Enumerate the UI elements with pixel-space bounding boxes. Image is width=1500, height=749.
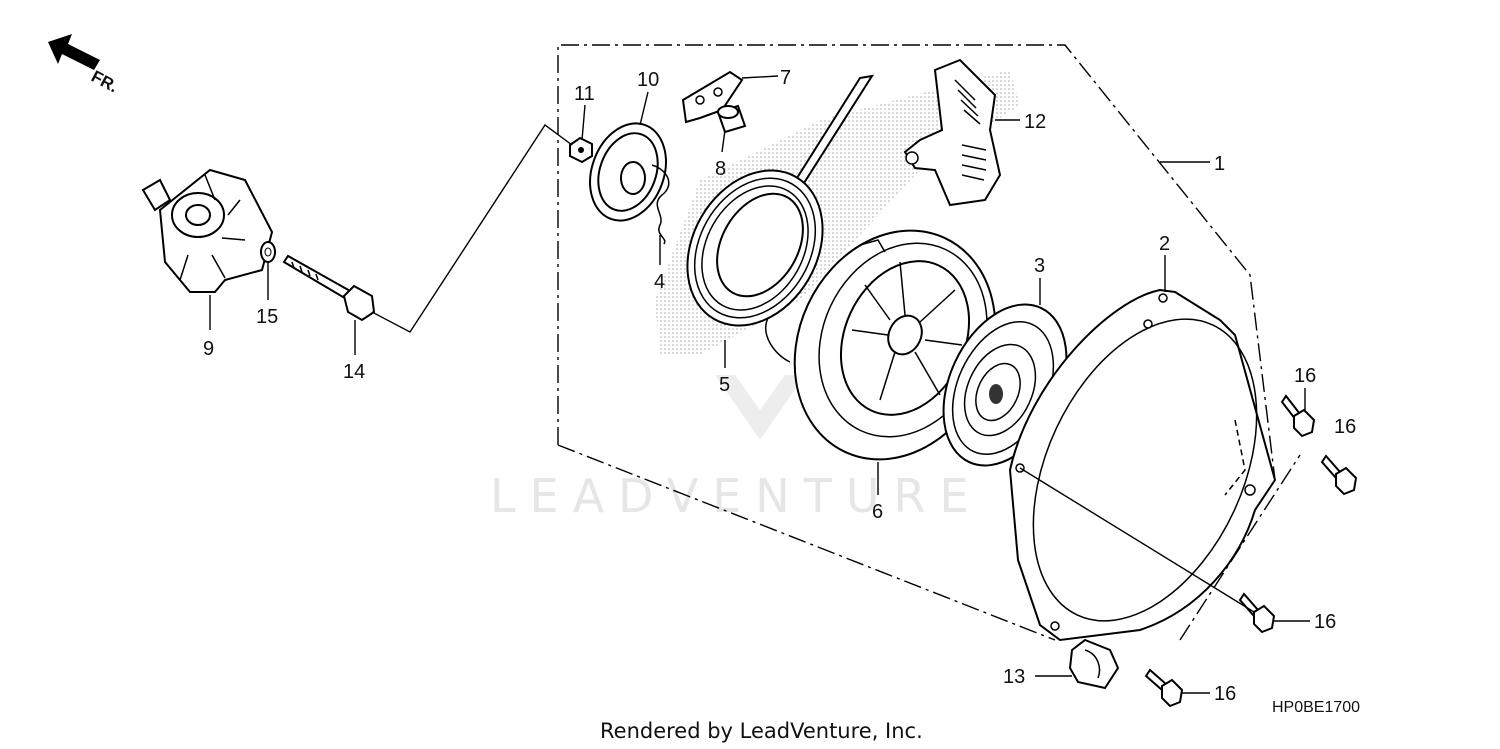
callout-3: 3	[1034, 255, 1045, 277]
callout-1: 1	[1214, 153, 1225, 175]
callouts: 9 15 14 11 10 4 7 8 5 6 3 2 12 1 16 16 1…	[203, 67, 1356, 705]
watermark-text: LEADVENTURE	[490, 469, 983, 523]
callout-10: 10	[637, 69, 659, 91]
diagram-code: HP0BE1700	[1272, 699, 1360, 716]
part-13-rope-guide	[1068, 638, 1120, 690]
bolt-16b	[1320, 454, 1358, 496]
callout-4: 4	[654, 271, 665, 293]
callout-7: 7	[780, 67, 791, 89]
callout-9: 9	[203, 338, 214, 360]
bolt-16d	[1144, 668, 1184, 708]
callout-16-bottom: 16	[1214, 683, 1236, 705]
part-5-recoil-spring	[686, 74, 875, 363]
callout-8: 8	[715, 158, 726, 180]
front-direction-label: FR.	[88, 67, 121, 97]
callout-5: 5	[719, 374, 730, 396]
front-direction-arrow: FR.	[48, 34, 121, 96]
watermark: LEADVENTURE	[490, 375, 983, 523]
part-11-nut	[569, 136, 593, 164]
callout-16-top: 16	[1294, 365, 1316, 387]
callout-16-lower: 16	[1314, 611, 1336, 633]
part-8-collar	[716, 104, 747, 134]
callout-6: 6	[872, 501, 883, 523]
callout-15: 15	[256, 306, 278, 328]
part-12-starter-grip	[903, 58, 1002, 207]
part-10-friction-plate	[589, 122, 667, 222]
leader-lines	[209, 75, 1310, 694]
part-9-starter-pulley	[141, 168, 274, 293]
footer-credit: Rendered by LeadVenture, Inc.	[600, 719, 923, 743]
part-15-washer	[260, 241, 276, 263]
callout-11: 11	[574, 83, 595, 105]
part-16-bolts	[1144, 394, 1358, 708]
callout-12: 12	[1024, 111, 1046, 133]
callout-13: 13	[1003, 666, 1025, 688]
bolt-16c	[1238, 592, 1276, 634]
callout-2: 2	[1159, 233, 1170, 255]
callout-14: 14	[343, 361, 365, 383]
callout-16-right: 16	[1334, 416, 1356, 438]
part-4-spring	[651, 164, 670, 245]
bolt-16a	[1280, 394, 1316, 438]
part-14-flange-bolt	[282, 254, 376, 322]
